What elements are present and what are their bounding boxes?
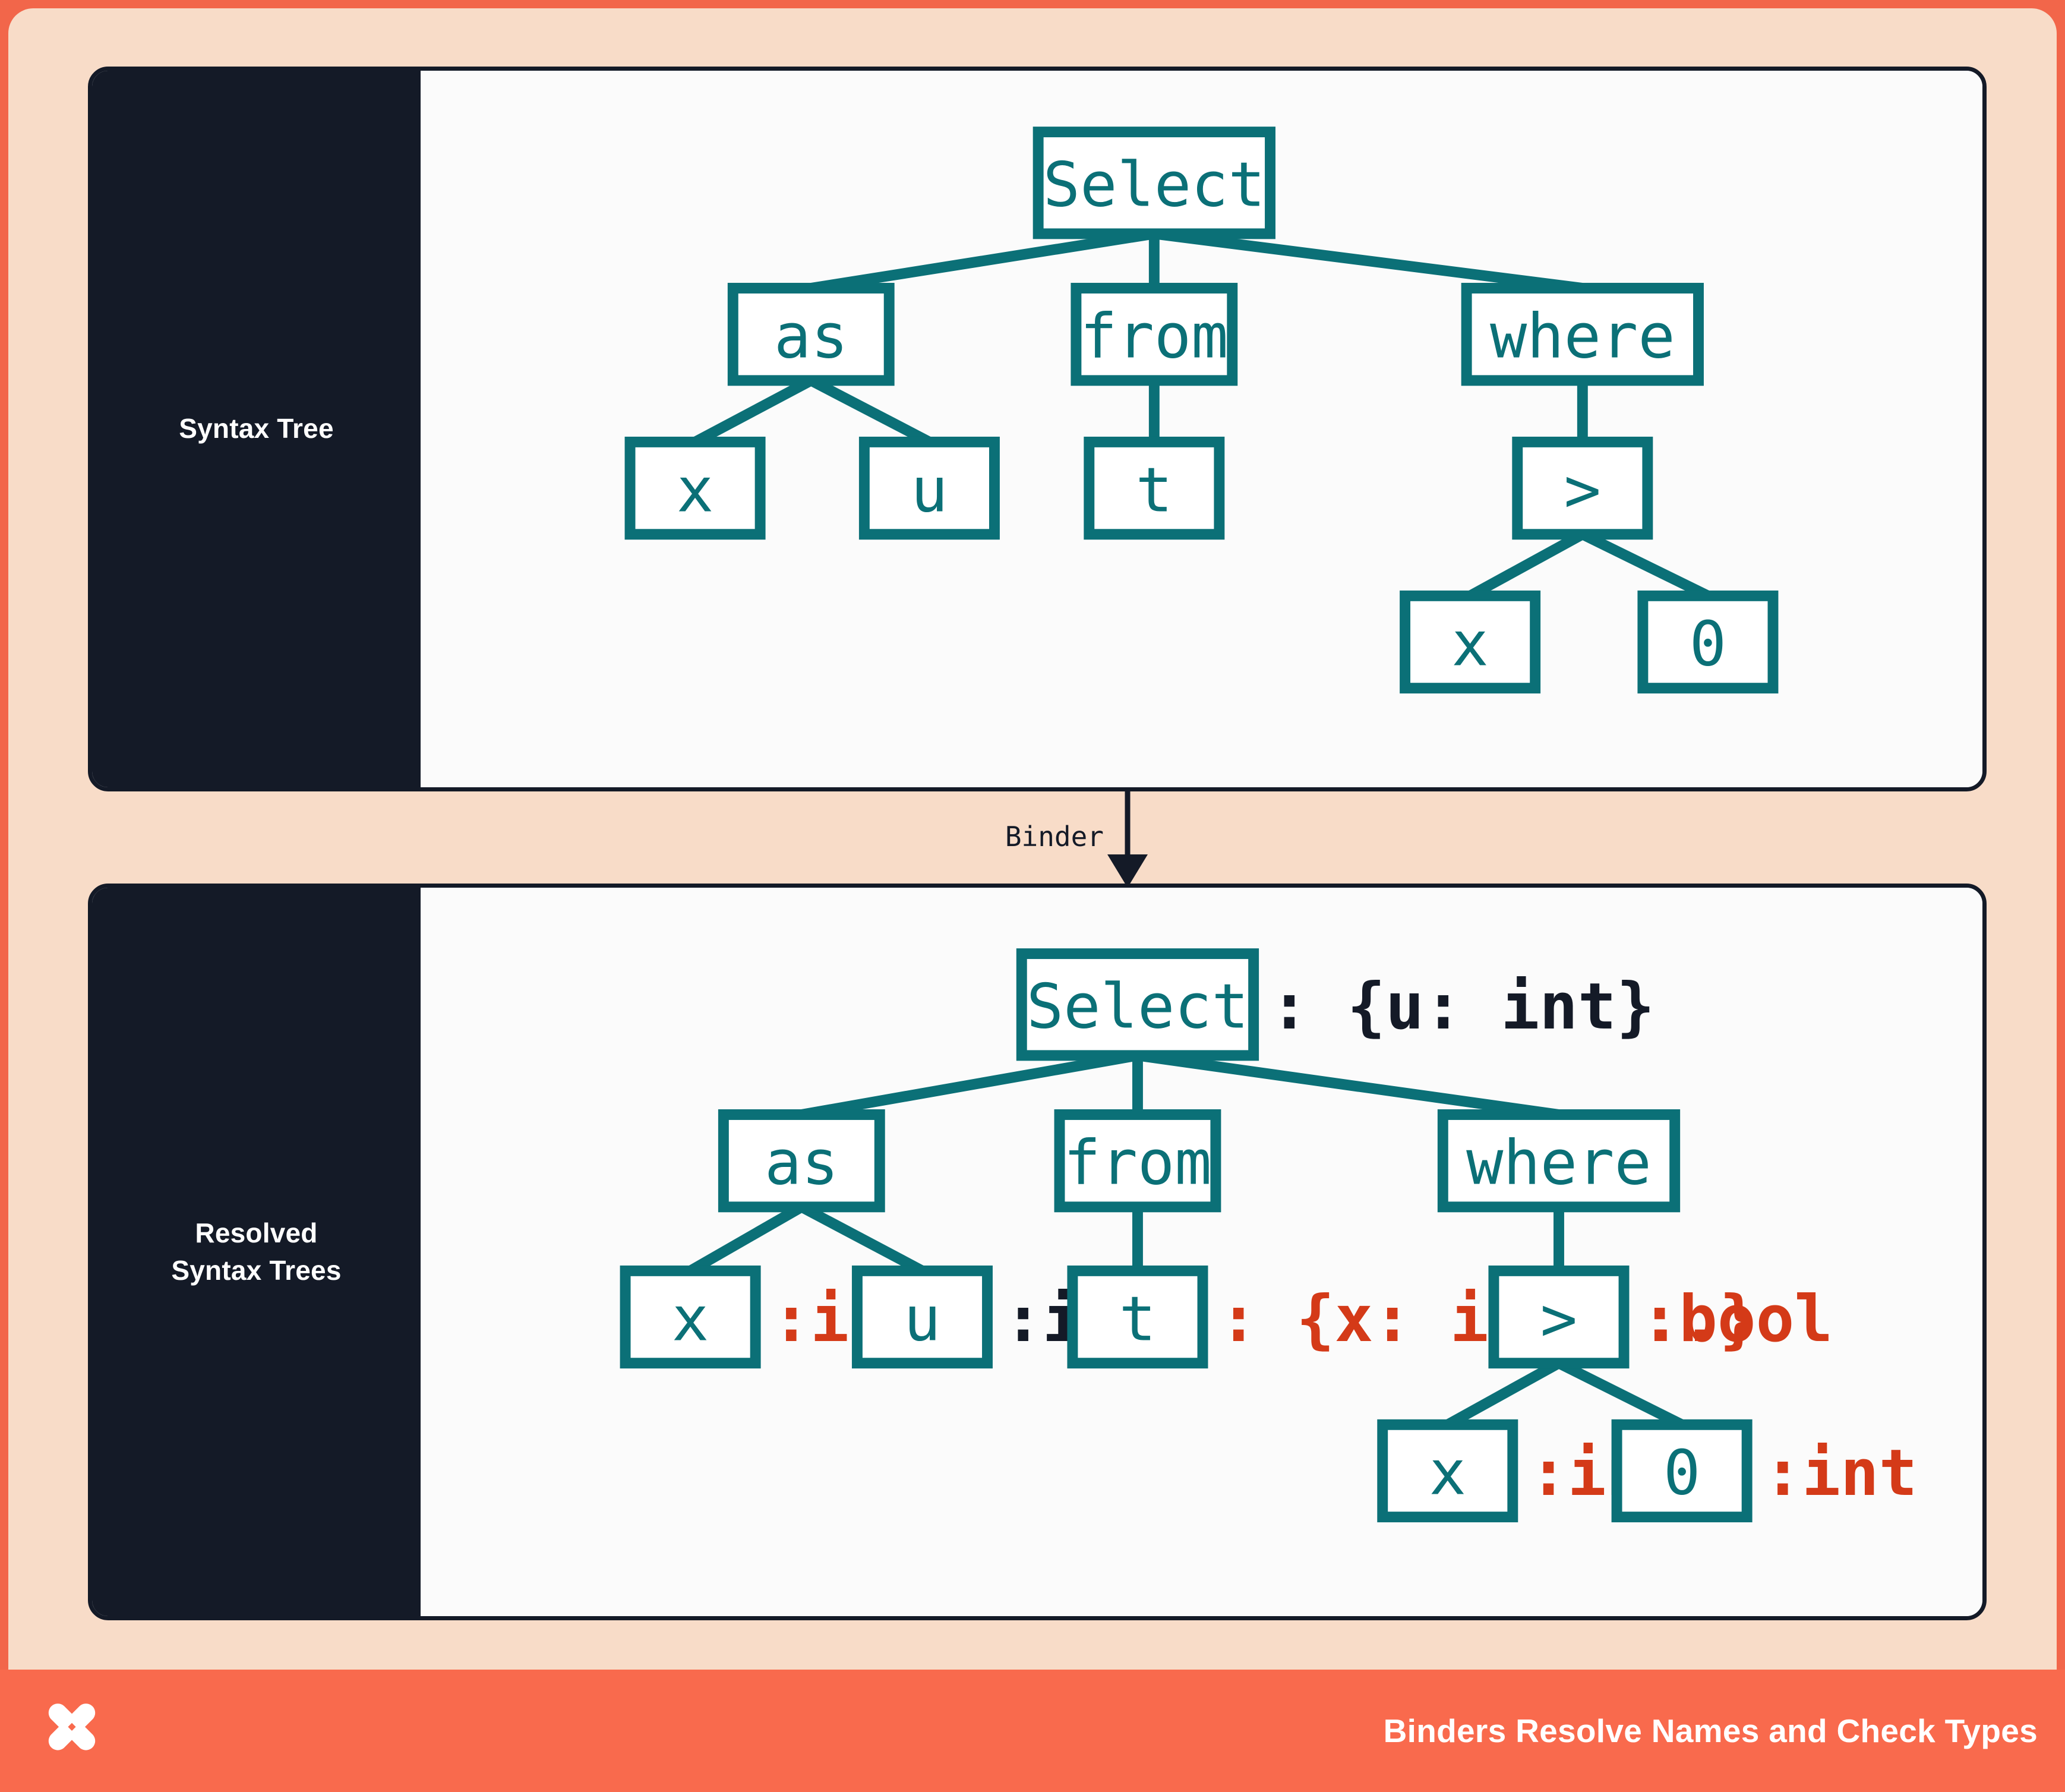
tree-node-gt-x[interactable]: x [1400,590,1541,694]
tree-node-type-annotation: :int [1764,1436,1918,1510]
tree-node-box [858,436,1000,540]
tree-node-box [851,1265,993,1369]
panel-label-syntax-tree: Syntax Tree [92,71,421,787]
tree-node-label: x [672,1284,709,1355]
tree-node-label: u [911,455,948,526]
tree-edge [687,1202,804,1276]
tree-node-box [1400,590,1541,694]
tree-diagram-syntax-tree: Select as from where x u t > x 0 [624,127,1779,694]
tree-node-as[interactable]: as [718,1109,885,1213]
tree-edge [810,228,1155,294]
tree-node-box [620,1265,761,1369]
tree-node-label: u [904,1284,940,1355]
tree-edge [1153,228,1583,294]
tree-node-label: 0 [1690,608,1726,680]
tree-node-label: > [1564,455,1601,526]
tree-edges [692,228,1710,601]
panel-label-line: Resolved [195,1217,318,1248]
tree-node-where[interactable]: where [1461,283,1704,386]
tree-edge [799,1202,925,1276]
tree-node-type-annotation: :bool [1640,1282,1833,1356]
binder-label: Binder [1005,821,1104,853]
tree-node-box [1611,1419,1753,1523]
tree-node-box [1032,127,1275,239]
panel-body-resolved-trees: Select : {u: int} as from where x:int u :int t : … [421,888,1982,1616]
tree-node-box [1488,1265,1630,1369]
tree-node-box [1084,436,1225,540]
tree-node-label: 0 [1663,1437,1700,1509]
panel-label-line: Syntax Tree [179,413,334,444]
bowtie-x-logo-icon [48,1703,96,1750]
tree-node-box [1054,1109,1221,1213]
tree-node-box [1637,590,1779,694]
tree-node-box [727,283,895,386]
tree-edges [687,1050,1685,1430]
tree-edge [1445,1358,1562,1430]
tree-node-gt[interactable]: > :bool [1488,1265,1833,1369]
tree-node-label: x [1429,1437,1466,1509]
tree-node-gt-0[interactable]: 0 :int [1611,1419,1918,1523]
tree-node-label: t [1136,455,1173,526]
tree-node-box [1461,283,1704,386]
tree-node-as[interactable]: as [727,283,895,386]
panel-body-syntax-tree: Select as from where x u t > x 0 [421,71,1982,787]
tree-node-where[interactable]: where [1437,1109,1681,1213]
tree-node-from[interactable]: from [1071,283,1238,386]
tree-node-box [1071,283,1238,386]
tree-edge [1580,529,1710,601]
tree-edge [692,376,814,447]
tree-node-label: from [1080,301,1228,373]
tree-node-label: x [1451,608,1488,680]
tree-node-box [1016,948,1259,1061]
footer-bar: Binders Resolve Names and Check Types [0,1670,2065,1792]
tree-diagram-resolved-trees: Select : {u: int} as from where x:int u :int t : … [620,948,1918,1523]
tree-node-box [718,1109,885,1213]
tree-edge [1467,529,1586,601]
tree-node-gt[interactable]: > [1512,436,1653,540]
tree-node-type-annotation: : {u: int} [1270,970,1654,1044]
tree-node-label: Select [1027,971,1249,1043]
tree-node-label: as [774,301,848,373]
tree-node-box [1437,1109,1681,1213]
tree-node-from-t[interactable]: t [1084,436,1225,540]
binder-arrow-head-icon [1107,854,1148,888]
tree-edge [1136,1050,1560,1120]
panel-syntax-tree: Syntax Tree Select as from where x u t > x 0 [88,67,1987,791]
tree-node-box [624,436,766,540]
tree-node-label: t [1119,1284,1156,1355]
tree-node-box [1067,1265,1208,1369]
tree-node-label: where [1466,1128,1652,1199]
tree-node-label: > [1540,1284,1577,1355]
tree-node-label: x [677,455,713,526]
tree-node-select[interactable]: Select : {u: int} [1016,948,1655,1061]
tree-node-gt-x[interactable]: x:int [1377,1419,1683,1523]
tree-edge [1556,1358,1685,1430]
tree-edge [809,376,932,447]
tree-node-select[interactable]: Select [1032,127,1275,239]
binder-connector: Binder [915,788,1450,888]
tree-node-label: Select [1043,150,1265,221]
tree-nodes: Select : {u: int} as from where x:int u :int t : … [620,948,1918,1523]
tree-node-box [1512,436,1653,540]
tree-node-gt-0[interactable]: 0 [1637,590,1779,694]
tree-node-label: where [1490,301,1675,373]
panel-label-line: Syntax Trees [171,1255,342,1286]
tree-node-from[interactable]: from [1054,1109,1221,1213]
tree-node-box [1377,1419,1518,1523]
tree-nodes: Select as from where x u t > x 0 [624,127,1779,694]
tree-node-label: as [765,1128,839,1199]
footer-caption: Binders Resolve Names and Check Types [1383,1712,2038,1749]
tree-node-label: from [1063,1128,1211,1199]
tree-edge [800,1050,1139,1120]
tree-node-as-u[interactable]: u [858,436,1000,540]
binder-arrow-group: Binder [1005,788,1148,888]
panel-label-text: Syntax Tree [179,410,333,447]
tree-node-as-x[interactable]: x [624,436,766,540]
